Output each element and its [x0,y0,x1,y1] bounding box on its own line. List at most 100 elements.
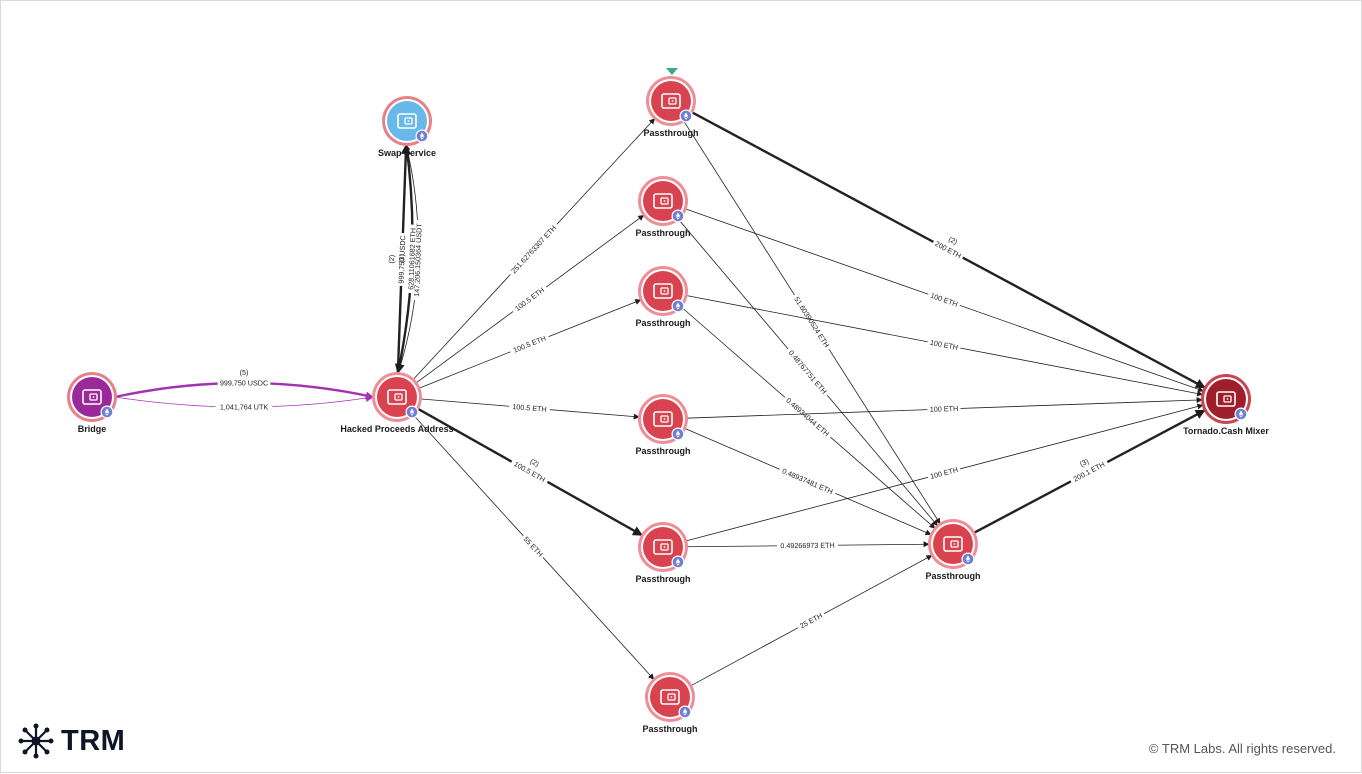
node-label: Passthrough [635,574,690,584]
node-body [377,377,417,417]
trm-logo: TRM [17,721,125,761]
ethereum-badge-icon [678,705,692,719]
edge-count-label: (2) [529,457,541,469]
edge-p6-pt[interactable]: 25 ETH [690,555,933,687]
node-label: Passthrough [925,571,980,581]
edge-hacked-p4[interactable]: 100.5 ETH [419,398,640,420]
edge-label: 0.49266973 ETH [777,539,838,550]
edge-label: 100.5 ETH [508,400,551,414]
ethereum-badge-icon [100,405,114,419]
wallet-icon [653,411,673,427]
edge-amount-label: 147,206.150364 USDT [412,223,424,297]
node-pt[interactable]: Passthrough [925,519,981,581]
edge-bridge-hacked[interactable]: (5)999,750 USDC [114,368,374,400]
edge-hacked-p2[interactable]: 100.5 ETH [415,214,645,384]
edge-amount-label: 0.48934044 ETH [784,396,831,439]
edge-count-label: (2) [947,234,959,246]
node-tornado[interactable]: Tornado.Cash Mixer [1183,374,1269,436]
edge-label-bg [395,232,407,287]
edge-hacked-p3[interactable]: 100.5 ETH [418,299,642,389]
edge-label: (2)200 ETH [931,234,966,261]
edge-hacked-swap[interactable]: (2)999,750 USDC [386,143,411,375]
edge-amount-label: 100.5 ETH [512,334,547,355]
node-p6[interactable]: Passthrough [642,672,698,734]
edge-amount-label: 0.48767751 ETH [787,348,829,395]
edge-hacked-p5[interactable]: (2)100.5 ETH [416,407,643,537]
edge-label-bg [777,539,838,550]
edge-count-label: (5) [240,368,249,377]
edge-amount-label: 100 ETH [929,465,959,481]
edge-label-bg [927,402,961,414]
edge-label: 25 ETH [795,608,826,631]
edge-label-bg [506,220,560,277]
edge-label-bg [509,456,551,485]
edge-label-bg [215,401,273,411]
node-body [643,527,683,567]
edge-count-label: (2) [387,255,396,264]
edge-amount-label: 100 ETH [929,338,959,352]
edge-amount-label: 25 ETH [798,611,824,631]
edge-label-bg [509,282,549,315]
wallet-icon [653,539,673,555]
edge-label: 251.62763307 ETH [506,220,560,277]
node-label: Passthrough [643,128,698,138]
node-body [650,677,690,717]
edge-label-bg [1068,457,1109,485]
edge-label-bg [926,463,962,481]
node-p2[interactable]: Passthrough [635,176,691,238]
edge-hacked-p6[interactable]: 55 ETH [412,413,655,680]
wallet-icon [653,283,673,299]
edge-label-bg [217,377,271,387]
ethereum-badge-icon [671,209,685,223]
edge-p4-pt[interactable]: 0.48937481 ETH [683,427,932,536]
node-p3[interactable]: Passthrough [635,266,691,328]
edge-p5-pt[interactable]: 0.49266973 ETH [685,539,930,551]
node-p4[interactable]: Passthrough [635,394,691,456]
edge-amount-label: 100 ETH [930,404,959,414]
edge-p3-tornado[interactable]: 100 ETH [685,294,1204,397]
wallet-icon [397,113,417,129]
wallet-icon [387,389,407,405]
node-body [933,524,973,564]
node-hacked[interactable]: Hacked Proceeds Address [340,372,454,434]
edge-label-bg [927,289,962,309]
node-body [651,81,691,121]
node-p5[interactable]: Passthrough [635,522,691,584]
node-body [387,101,427,141]
node-body [643,399,683,439]
edge-swap-hacked[interactable]: (3)628.11061682 ETH [394,143,418,374]
edge-pt-tornado[interactable]: (3)200.1 ETH [972,409,1206,535]
edge-p2-tornado[interactable]: 100 ETH [684,208,1204,393]
edge-bridge-hacked[interactable]: 1,041,764 UTK [114,394,374,411]
edge-p4-tornado[interactable]: 100 ETH [685,397,1203,419]
edge-amount-label: 999,750 USDC [397,235,408,284]
edge-label-bg [405,224,417,294]
node-label: Passthrough [635,318,690,328]
edge-label: 1,041,764 UTK [215,401,273,411]
node-label: Hacked Proceeds Address [340,424,453,434]
copyright-text: © TRM Labs. All rights reserved. [1148,741,1336,756]
node-body [643,181,683,221]
node-bridge[interactable]: Bridge [67,372,117,434]
edge-amount-label: 628.11061682 ETH [406,228,417,290]
wallet-icon [943,536,963,552]
node-label: Passthrough [635,446,690,456]
edge-p1-pt[interactable]: 51.60390524 ETH [683,120,941,525]
edge-label-bg [795,608,826,631]
edge-label-bg [926,336,962,352]
node-swap[interactable]: Swap Service [378,96,436,158]
node-label: Passthrough [642,724,697,734]
edge-amount-label: 100.5 ETH [513,285,546,313]
edge-amount-label: 1,041,764 UTK [220,402,269,411]
edge-amount-label: 0.48937481 ETH [781,466,834,496]
edge-label-bg [508,400,551,414]
edge-count-label: (3) [1078,456,1090,468]
edge-label-bg [782,393,835,440]
edge-label: 100.5 ETH [508,331,550,356]
ethereum-badge-icon [961,552,975,566]
edge-amount-label: 100 ETH [929,291,959,309]
edge-label: 100 ETH [926,336,962,352]
node-p1[interactable]: Passthrough [643,76,699,138]
node-label: Tornado.Cash Mixer [1183,426,1269,436]
ethereum-badge-icon [415,129,429,143]
